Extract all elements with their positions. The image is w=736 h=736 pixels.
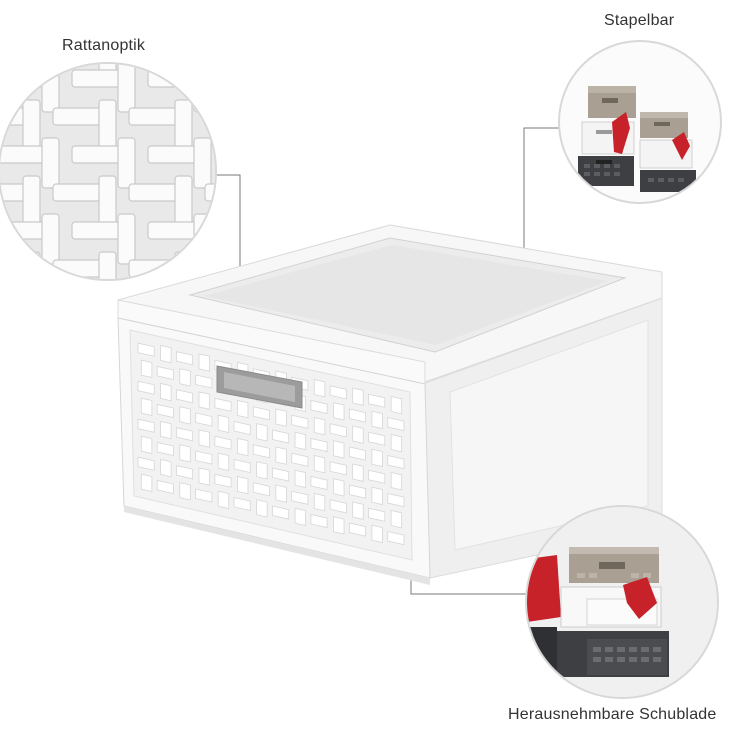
removable-drawer-callout — [525, 505, 719, 699]
open-drawer-image — [527, 507, 717, 697]
stack-leader-line — [523, 127, 565, 265]
box-base — [124, 506, 430, 585]
stackable-label: Stapelbar — [604, 12, 675, 29]
rattan-label: Rattanoptik — [62, 37, 146, 54]
rattan-texture-callout — [0, 62, 217, 281]
rattan-weave-pattern — [137, 342, 405, 546]
stacked-boxes-image — [578, 86, 696, 192]
stackable-callout — [558, 40, 722, 204]
rattan-closeup-image — [0, 64, 215, 279]
removable-drawer-label: Herausnehmbare Schublade — [508, 706, 717, 723]
